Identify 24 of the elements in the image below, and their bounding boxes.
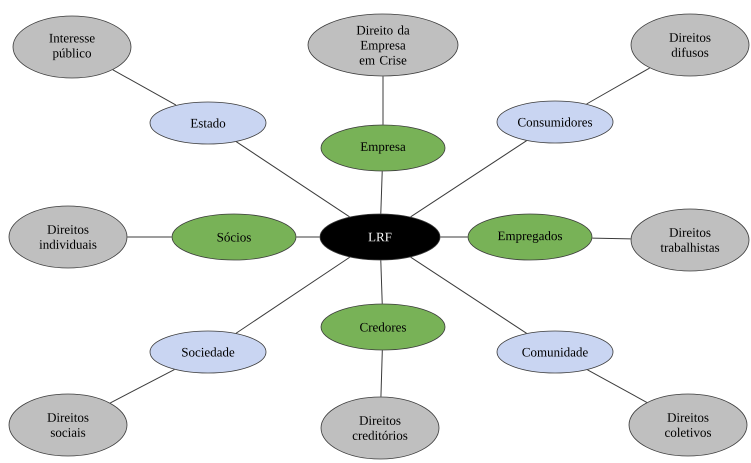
connector-line <box>440 236 468 238</box>
connector-line <box>586 68 650 104</box>
connector-line <box>236 256 350 334</box>
connector-line <box>410 256 528 334</box>
connector-line <box>296 236 320 238</box>
connector-line <box>382 76 384 126</box>
ellipse-node: Sociedade <box>150 330 266 374</box>
connector-line <box>380 350 383 398</box>
ellipse-node: Empresa <box>320 124 446 172</box>
connector-line <box>236 141 350 218</box>
ellipse-node: Consumidores <box>496 100 614 144</box>
connector-line <box>126 236 172 238</box>
connector-line <box>410 140 528 218</box>
ellipse-node: Estado <box>150 102 266 144</box>
ellipse-node: Comunidade <box>496 330 614 374</box>
ellipse-node: Empregados <box>468 214 592 260</box>
connector-line <box>380 170 383 214</box>
connector-line <box>112 69 176 106</box>
ellipse-node: Sócios <box>172 214 296 260</box>
connector-line <box>586 369 648 403</box>
connector-line <box>380 260 383 304</box>
connector-line <box>110 369 175 404</box>
connector-line <box>592 238 632 240</box>
ellipse-node: Credores <box>320 304 446 350</box>
